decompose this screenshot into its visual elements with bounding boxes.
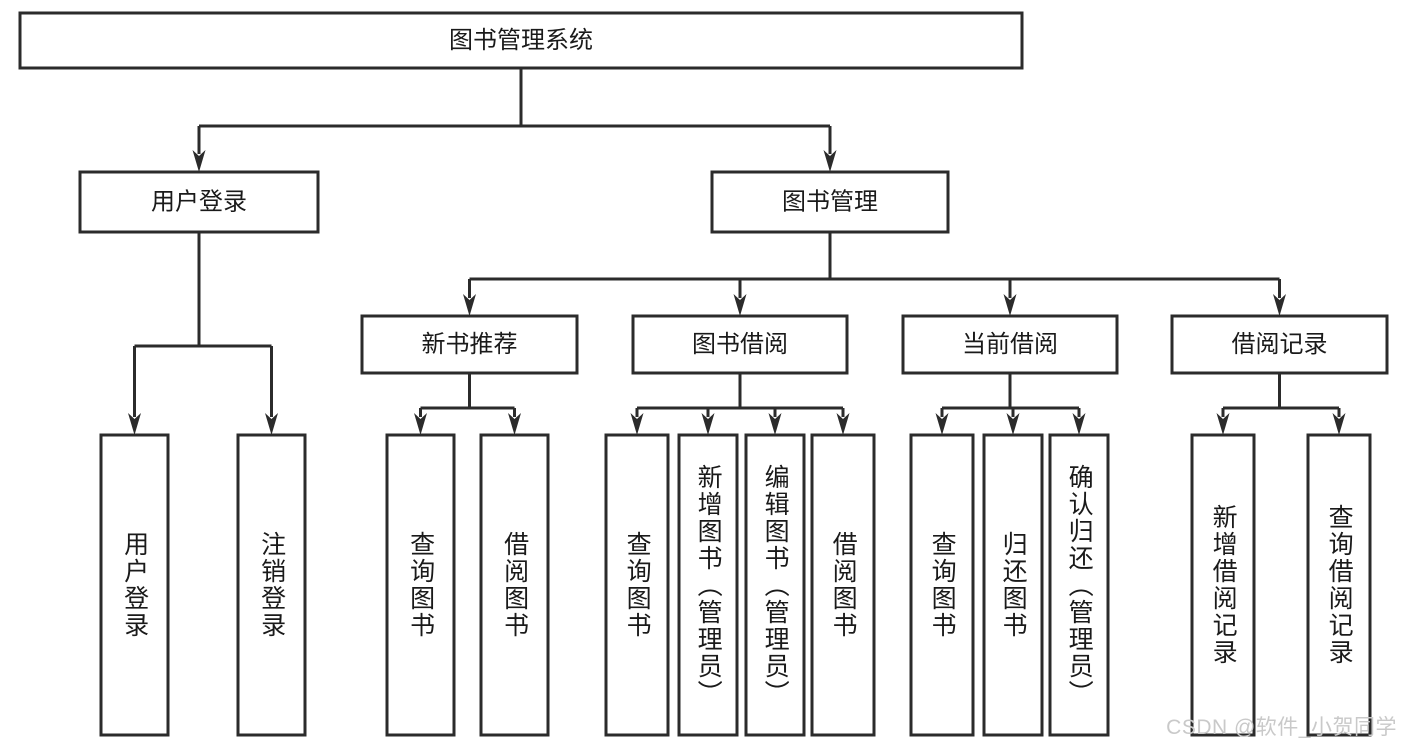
node-current-borrow[interactable]: 当前借阅 xyxy=(901,314,1119,375)
node-leaf-add-borrow-record[interactable] xyxy=(1190,433,1256,737)
node-leaf-confirm-return[interactable] xyxy=(1048,433,1110,737)
node-leaf-user-logout[interactable] xyxy=(236,433,307,737)
node-box xyxy=(677,433,739,737)
node-leaf-query-book-current[interactable] xyxy=(909,433,975,737)
arrow-head-icon xyxy=(1006,413,1020,435)
arrow-head-icon xyxy=(1216,413,1230,435)
arrow-head-icon xyxy=(1273,294,1286,316)
node-box xyxy=(18,11,1024,70)
arrow-head-icon xyxy=(823,150,837,172)
arrow-head-icon xyxy=(508,413,521,435)
arrow-head-icon xyxy=(836,413,850,435)
arrow-head-icon xyxy=(768,413,782,435)
node-leaf-user-login[interactable] xyxy=(99,433,170,737)
arrow-head-icon xyxy=(192,150,206,172)
node-borrow-record[interactable]: 借阅记录 xyxy=(1170,314,1389,375)
connector-group-borrow-record xyxy=(1216,373,1346,435)
arrow-head-icon xyxy=(463,294,476,316)
node-box xyxy=(1170,314,1389,375)
node-box xyxy=(901,314,1119,375)
connector-group-book-borrow xyxy=(630,373,850,435)
arrow-head-icon xyxy=(128,413,141,435)
node-box xyxy=(604,433,670,737)
node-book-borrow[interactable]: 图书借阅 xyxy=(631,314,849,375)
node-label: 当前借阅 xyxy=(962,331,1058,358)
arrow-head-icon xyxy=(265,413,278,435)
node-book-management[interactable]: 图书管理 xyxy=(710,170,950,234)
node-leaf-query-book-recommend[interactable] xyxy=(385,433,456,737)
node-box xyxy=(479,433,550,737)
node-leaf-borrow-book[interactable] xyxy=(810,433,876,737)
node-label: 借阅记录 xyxy=(1232,331,1328,358)
node-label: 图书借阅 xyxy=(692,331,788,358)
node-box xyxy=(360,314,579,375)
node-leaf-return-book[interactable] xyxy=(982,433,1044,737)
node-box xyxy=(710,170,950,234)
node-user-login[interactable]: 用户登录 xyxy=(78,170,320,234)
node-label: 图书管理 xyxy=(782,188,878,215)
node-leaf-borrow-book-recommend[interactable] xyxy=(479,433,550,737)
node-label: 图书管理系统 xyxy=(449,27,593,54)
node-box xyxy=(78,170,320,234)
node-box xyxy=(744,433,806,737)
arrow-head-icon xyxy=(414,413,427,435)
node-box xyxy=(1048,433,1110,737)
arrow-head-icon xyxy=(701,413,715,435)
node-box xyxy=(631,314,849,375)
arrow-head-icon xyxy=(1072,413,1086,435)
node-box xyxy=(385,433,456,737)
connector-group-current-borrow xyxy=(935,373,1086,435)
watermark: CSDN @软件_小贺同学 xyxy=(1166,716,1397,739)
node-box xyxy=(1190,433,1256,737)
connector-group-root xyxy=(192,68,837,172)
node-label: 用户登录 xyxy=(151,188,247,215)
node-box xyxy=(236,433,307,737)
node-leaf-add-book[interactable] xyxy=(677,433,739,737)
node-root[interactable]: 图书管理系统 xyxy=(18,11,1024,70)
connector-group-user-login xyxy=(128,232,278,435)
node-box xyxy=(810,433,876,737)
connector-group-new-book-recommend xyxy=(414,373,521,435)
node-box xyxy=(99,433,170,737)
arrow-head-icon xyxy=(630,413,644,435)
node-leaf-query-borrow-record[interactable] xyxy=(1306,433,1372,737)
node-leaf-edit-book[interactable] xyxy=(744,433,806,737)
node-new-book-recommend[interactable]: 新书推荐 xyxy=(360,314,579,375)
arrow-head-icon xyxy=(935,413,949,435)
connector-layer xyxy=(128,68,1346,435)
node-label: 新书推荐 xyxy=(422,331,518,358)
node-box xyxy=(982,433,1044,737)
arrow-head-icon xyxy=(733,294,747,316)
arrow-head-icon xyxy=(1003,294,1017,316)
node-box xyxy=(1306,433,1372,737)
arrow-head-icon xyxy=(1332,413,1346,435)
node-box xyxy=(909,433,975,737)
connector-group-book-management xyxy=(463,232,1286,316)
node-leaf-query-book-borrow[interactable] xyxy=(604,433,670,737)
